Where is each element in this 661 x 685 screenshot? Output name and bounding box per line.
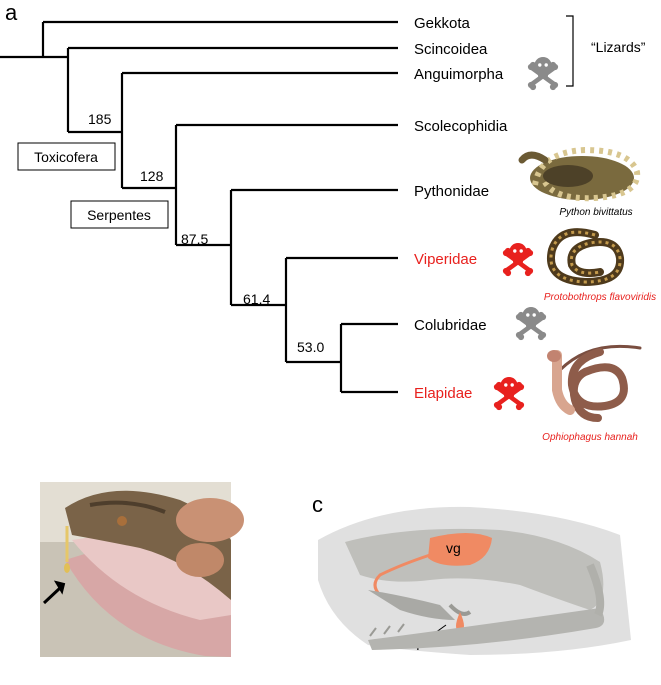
- skull-crossbones-icon-viperidae: [503, 244, 532, 276]
- species-label-ophiophagus: Ophiophagus hannah: [542, 432, 638, 443]
- species-label-protobothrops: Protobothrops flavoviridis: [544, 292, 656, 303]
- node-age-serpentes: 128: [140, 168, 164, 184]
- node-age-alethinophidia: 87.5: [181, 231, 208, 247]
- skull-crossbones-icon-anguimorpha: [528, 58, 557, 90]
- venom-duct-line: [373, 553, 431, 597]
- lizards-bracket-label: “Lizards”: [591, 39, 646, 55]
- taxon-label-pythonidae: Pythonidae: [414, 183, 489, 200]
- venom-gland-shape: [428, 533, 492, 566]
- lizards-bracket: [566, 15, 574, 87]
- clade-box-toxicofera: Toxicofera: [17, 142, 116, 171]
- venom-droplet: [456, 612, 464, 632]
- node-age-colubroidea: 53.0: [297, 339, 324, 355]
- clade-box-toxicofera-label: Toxicofera: [34, 149, 98, 165]
- taxon-label-scincoidea: Scincoidea: [414, 41, 488, 58]
- panel-label-c: c: [312, 492, 323, 517]
- panel-label-a: a: [5, 0, 18, 25]
- taxon-labels: Gekkota Scincoidea Anguimorpha Scolecoph…: [414, 15, 508, 402]
- taxon-label-anguimorpha: Anguimorpha: [414, 66, 504, 83]
- taxon-label-viperidae: Viperidae: [414, 251, 477, 268]
- clade-box-serpentes: Serpentes: [70, 200, 169, 229]
- venom-gland-label: vg: [446, 540, 461, 556]
- skull-crossbones-icon-colubridae: [516, 308, 545, 340]
- ophiophagus-illustration: [547, 344, 642, 422]
- python-illustration: [518, 146, 641, 202]
- node-age-toxicofera: 185: [88, 111, 112, 127]
- fang-shape: [448, 603, 472, 616]
- protobothrops-illustration: [546, 228, 625, 287]
- node-age-caenophidia: 61.4: [243, 291, 270, 307]
- viper-venom-photo: [40, 482, 244, 657]
- skull-crossbones-icon-elapidae: [494, 378, 523, 410]
- taxon-label-gekkota: Gekkota: [414, 15, 471, 32]
- clade-box-serpentes-label: Serpentes: [87, 207, 151, 223]
- taxon-label-elapidae: Elapidae: [414, 385, 472, 402]
- taxon-label-colubridae: Colubridae: [414, 317, 487, 334]
- species-label-python: Python bivittatus: [559, 207, 632, 218]
- taxon-label-scolecophidia: Scolecophidia: [414, 118, 508, 135]
- snake-skull-diagram: vg f: [318, 506, 631, 655]
- phylogeny-branches: [0, 20, 398, 394]
- venom-arrow-icon: [42, 586, 62, 605]
